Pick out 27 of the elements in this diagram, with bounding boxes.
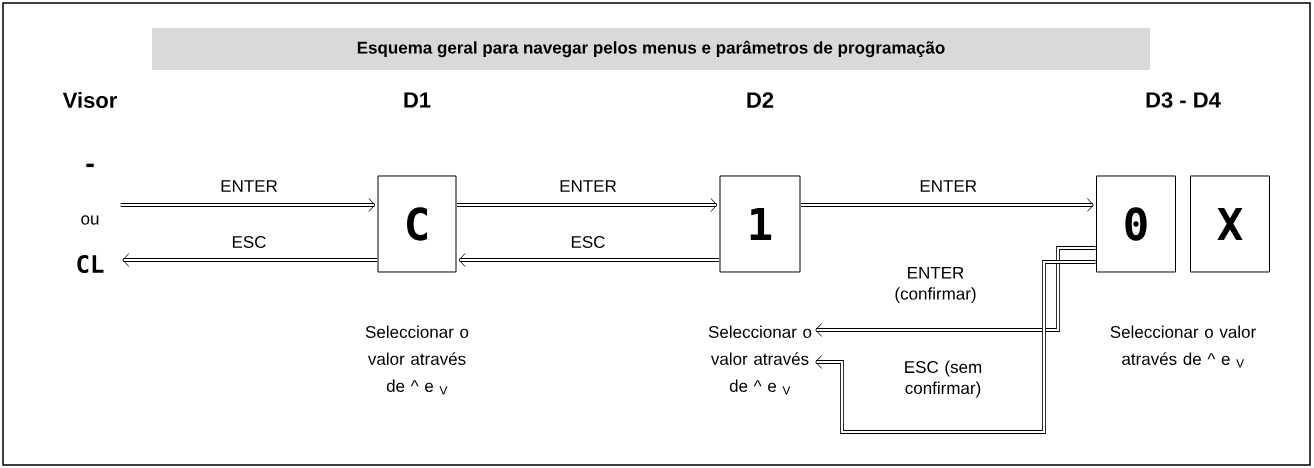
arrow: [815, 260, 1096, 434]
edge-label: ESC: [232, 235, 266, 248]
display-box: 0: [1096, 175, 1176, 273]
edge-label: ENTER (confirmar): [895, 266, 976, 304]
description-text: Seleccionar o valor através de ^ e $_{V}$: [365, 325, 469, 395]
display-box: 1: [719, 175, 801, 273]
edge-label: ESC (sem confirmar): [905, 360, 982, 398]
display-readout: - ou CL: [77, 163, 104, 274]
edge-label: ENTER: [221, 180, 278, 192]
column-heading: D1: [404, 92, 431, 108]
display-box: C: [377, 175, 457, 273]
edge-label: ENTER: [920, 180, 977, 192]
arrow: [120, 198, 376, 212]
edge-label: ENTER: [560, 180, 617, 192]
column-heading: Visor: [62, 91, 117, 109]
edge-label: ESC: [571, 235, 605, 248]
arrow: [458, 253, 719, 267]
column-heading: D3 - D4: [1146, 92, 1221, 108]
description-text: Seleccionar o valor através de ^ e $_{V}$: [1110, 325, 1256, 368]
arrow: [815, 246, 1096, 337]
arrow: [801, 198, 1094, 212]
column-heading: D2: [747, 92, 774, 108]
arrow: [122, 253, 377, 267]
title-band: Esquema geral para navegar pelos menus e parâmetros de programação: [152, 28, 1150, 70]
display-box: X: [1190, 175, 1270, 273]
description-text: Seleccionar o valor através de ^ e $_{V}$: [708, 325, 812, 395]
arrow: [457, 198, 718, 212]
